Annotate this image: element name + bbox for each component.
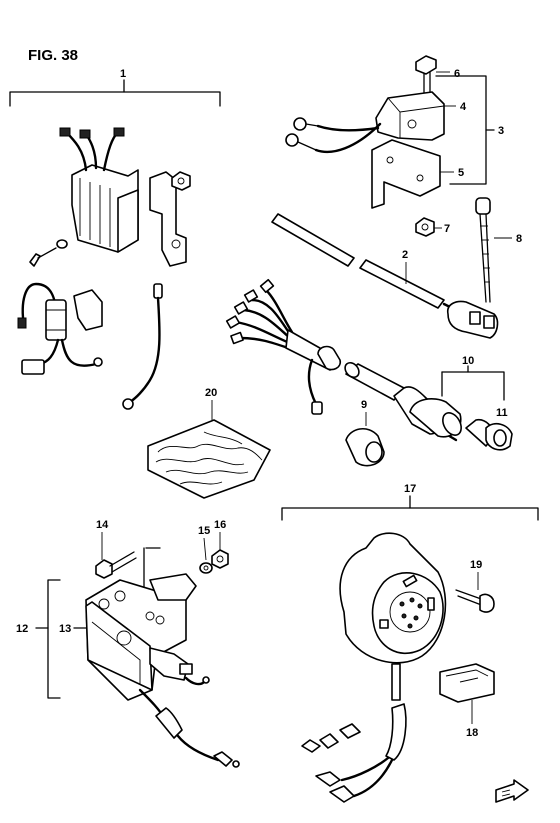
callout-3: 3 xyxy=(498,125,504,137)
callout-9: 9 xyxy=(361,399,367,411)
callout-15: 15 xyxy=(198,525,210,537)
grommet-bush: 9 xyxy=(345,399,385,467)
callout-7: 7 xyxy=(444,223,450,235)
callout-12: 12 xyxy=(16,623,28,635)
callout-13: 13 xyxy=(59,623,71,635)
figure-title: FIG. 38 xyxy=(28,47,78,64)
callout-20: 20 xyxy=(205,387,217,399)
callout-19: 19 xyxy=(470,559,482,571)
cable-tie: 8 xyxy=(475,197,522,303)
callout-18: 18 xyxy=(466,727,478,739)
callout-16: 16 xyxy=(214,519,226,531)
callout-10: 10 xyxy=(462,355,474,367)
rectifier-assembly: 1 xyxy=(9,68,221,410)
callout-4: 4 xyxy=(460,101,467,113)
cdi-unit-assembly: 3 6 4 5 7 xyxy=(285,55,504,237)
silica-gel-bag: 20 xyxy=(147,387,271,499)
front-arrow-icon xyxy=(495,779,529,803)
callout-11: 11 xyxy=(496,407,508,419)
callout-6: 6 xyxy=(454,68,460,80)
callout-14: 14 xyxy=(96,519,109,531)
callout-5: 5 xyxy=(458,167,464,179)
callout-1: 1 xyxy=(120,68,126,80)
callout-2: 2 xyxy=(402,249,408,261)
callout-8: 8 xyxy=(516,233,522,245)
buzzer-assembly: 17 19 18 xyxy=(281,483,539,803)
switch-assembly: 12 13 14 15 16 xyxy=(16,519,240,768)
coupler-assembly: 10 11 xyxy=(409,355,513,451)
callout-17: 17 xyxy=(404,483,416,495)
